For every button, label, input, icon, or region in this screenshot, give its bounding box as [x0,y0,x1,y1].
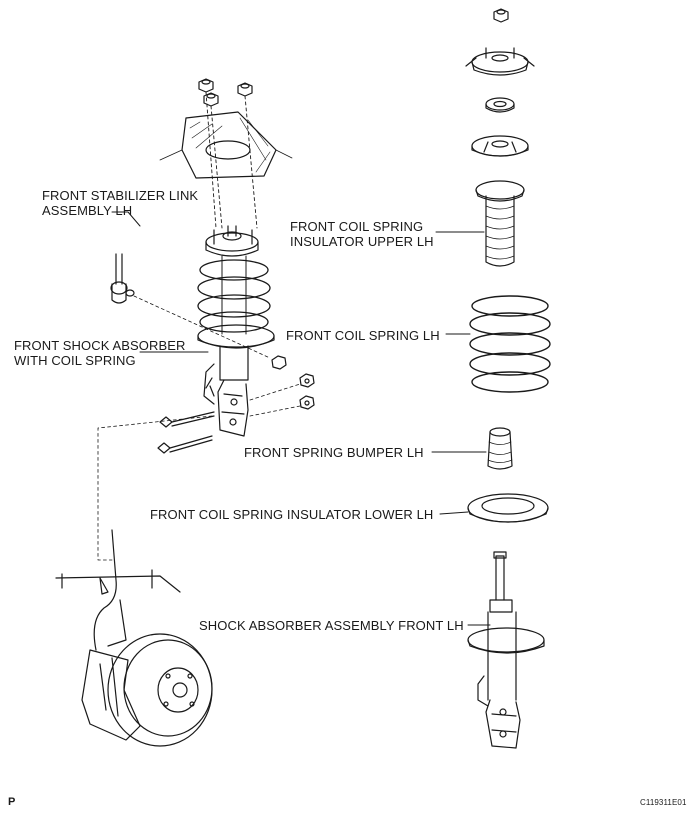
label-front-shock-absorber-with-coil-spring: FRONT SHOCK ABSORBER WITH COIL SPRING [14,338,186,368]
knuckle-alignment-dash [97,415,213,561]
leader-stabilizer-link [111,211,141,227]
label-front-spring-bumper: FRONT SPRING BUMPER LH [244,445,424,460]
knuckle-nut [299,373,315,410]
label-line: FRONT COIL SPRING INSULATOR LOWER LH [150,507,434,522]
upper-spring-seat [471,135,529,157]
strut-tower-panel [159,111,293,179]
leader-insulator-lower [439,511,469,515]
leader-lines [111,211,491,626]
upper-support [205,225,259,257]
shock-absorber [467,551,545,749]
lower-spring-seat [197,324,275,349]
label-line: SHOCK ABSORBER ASSEMBLY FRONT LH [199,618,464,633]
corner-mark: P [8,796,16,808]
suspension-support-bearing [485,97,515,113]
piston-rod-nut [493,8,509,23]
upper-mount-nut [198,78,253,107]
coil-spring [469,295,551,393]
label-line: FRONT COIL SPRING LH [286,328,440,343]
label-line: ASSEMBLY LH [42,203,133,218]
label-line: WITH COIL SPRING [14,353,136,368]
upper-insulator-and-boot [475,180,525,267]
knuckle-bolt [157,411,215,454]
assembled-coil-spring [197,255,271,335]
label-front-coil-spring-insulator-upper: FRONT COIL SPRING INSULATOR UPPER LH [290,219,434,249]
strut-body [203,345,249,437]
steering-knuckle-and-brake [81,599,213,747]
bolt-alignment-dashes [249,383,301,417]
figure-code: C119311E01 [640,798,687,807]
label-line: FRONT STABILIZER LINK [42,188,199,203]
label-front-stabilizer-link: FRONT STABILIZER LINK ASSEMBLY LH [42,188,198,218]
stabilizer-link-nut [271,355,287,370]
label-front-coil-spring: FRONT COIL SPRING LH [286,328,440,343]
label-front-coil-spring-insulator-lower: FRONT COIL SPRING INSULATOR LOWER LH [150,507,433,522]
stud-alignment-dashes [205,91,258,229]
link-alignment-dash [133,295,271,359]
spring-bumper [487,427,513,470]
label-line: FRONT SHOCK ABSORBER [14,338,186,353]
lower-insulator [467,493,549,523]
brake-hose [55,529,181,651]
stabilizer-link [110,253,135,304]
label-line: INSULATOR UPPER LH [290,234,434,249]
label-shock-absorber-assembly: SHOCK ABSORBER ASSEMBLY FRONT LH [199,618,464,633]
front-suspension-support [465,47,535,76]
label-line: FRONT COIL SPRING [290,219,424,234]
label-line: FRONT SPRING BUMPER LH [244,445,424,460]
